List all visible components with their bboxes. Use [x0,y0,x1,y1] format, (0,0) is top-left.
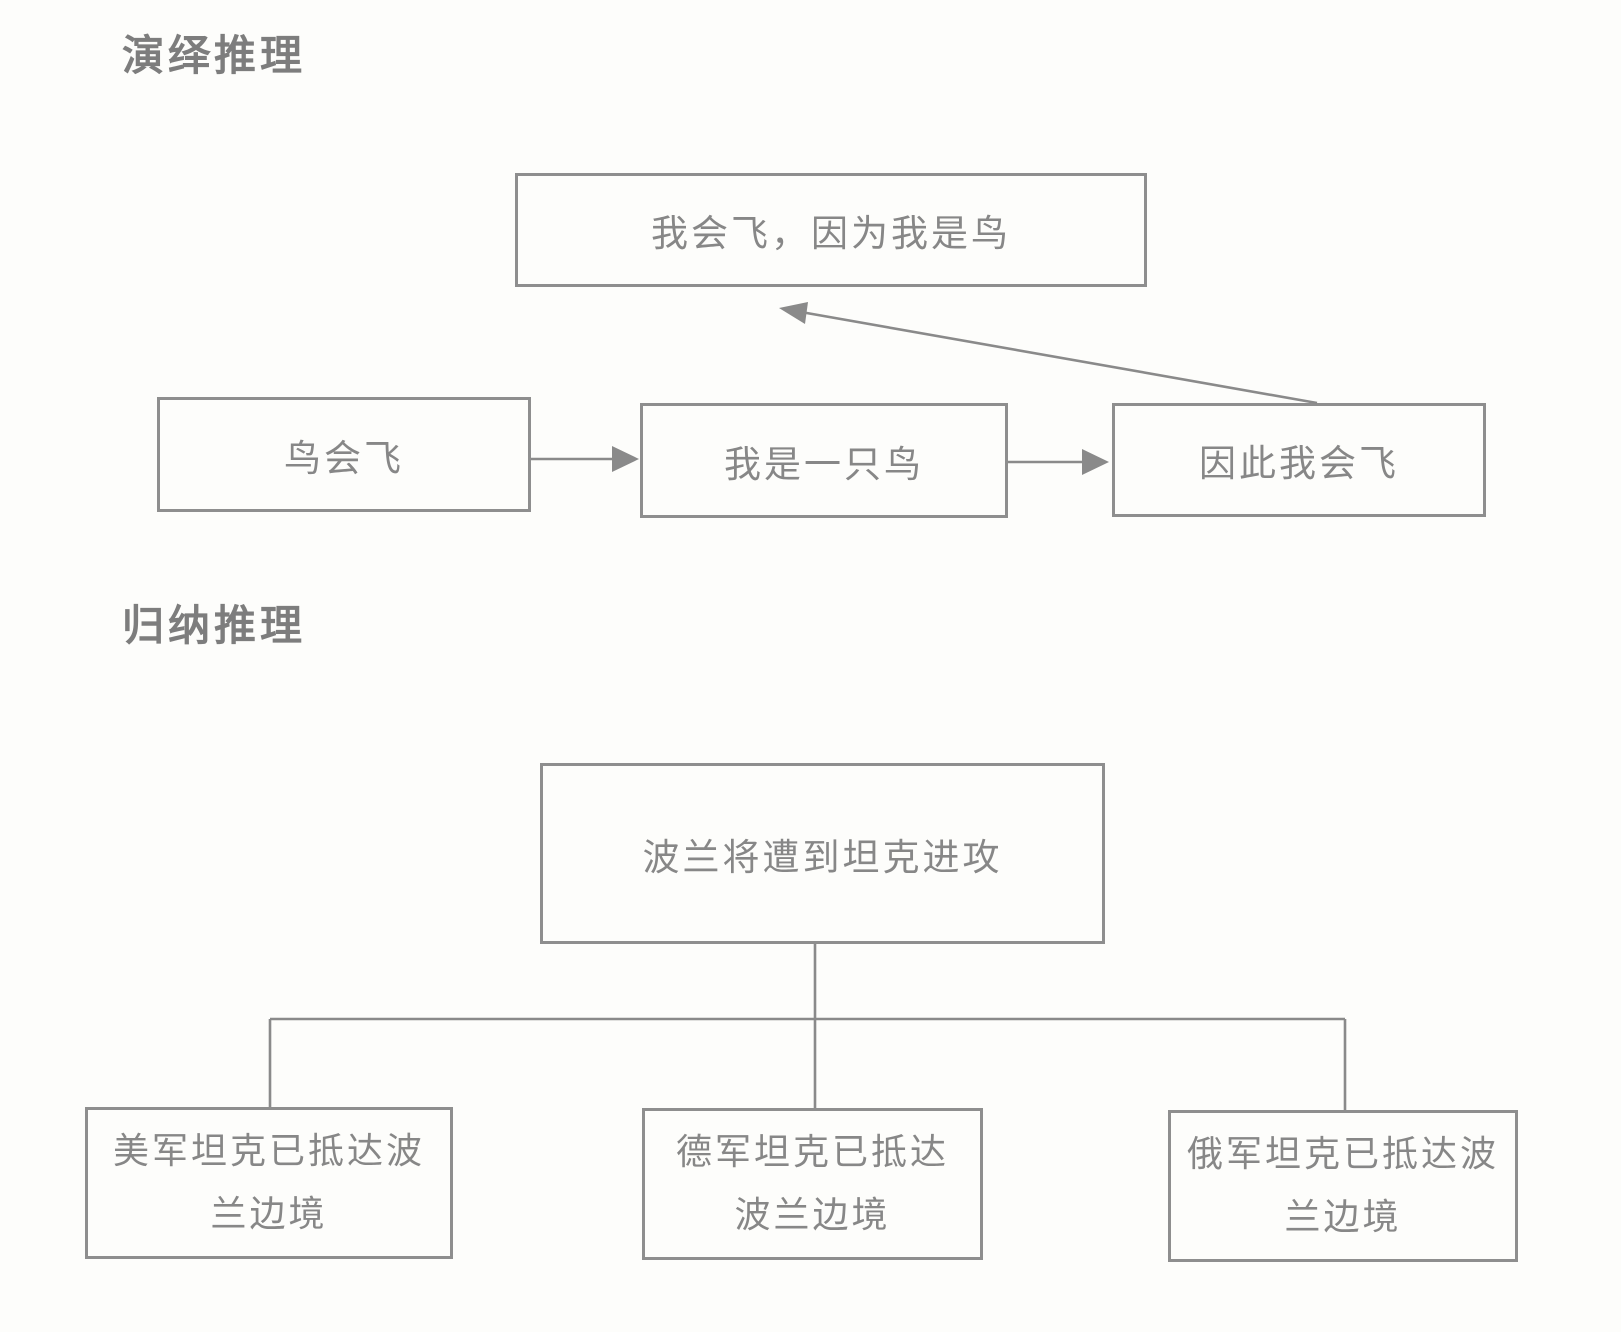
arrow-premise2-to-premise3 [1008,449,1109,475]
deductive-premise-box-3: 因此我会飞 [1112,403,1486,517]
deductive-premise-box-1: 鸟会飞 [157,397,531,512]
inductive-evidence-box-3: 俄军坦克已抵达波兰边境 [1168,1110,1518,1262]
tree-connector-lines [268,944,1347,1110]
arrow-premise1-to-premise2 [531,446,639,472]
inductive-reasoning-heading: 归纳推理 [122,601,307,650]
deductive-conclusion-box: 我会飞，因为我是鸟 [515,173,1147,287]
deductive-premise-box-2: 我是一只鸟 [640,403,1008,518]
inductive-evidence-box-2: 德军坦克已抵达波兰边境 [642,1108,983,1260]
inductive-evidence-box-1: 美军坦克已抵达波兰边境 [85,1107,453,1259]
arrow-premise3-to-conclusion [779,302,1318,405]
inductive-conclusion-box: 波兰将遭到坦克进攻 [540,763,1105,944]
deductive-reasoning-heading: 演绎推理 [122,31,307,80]
